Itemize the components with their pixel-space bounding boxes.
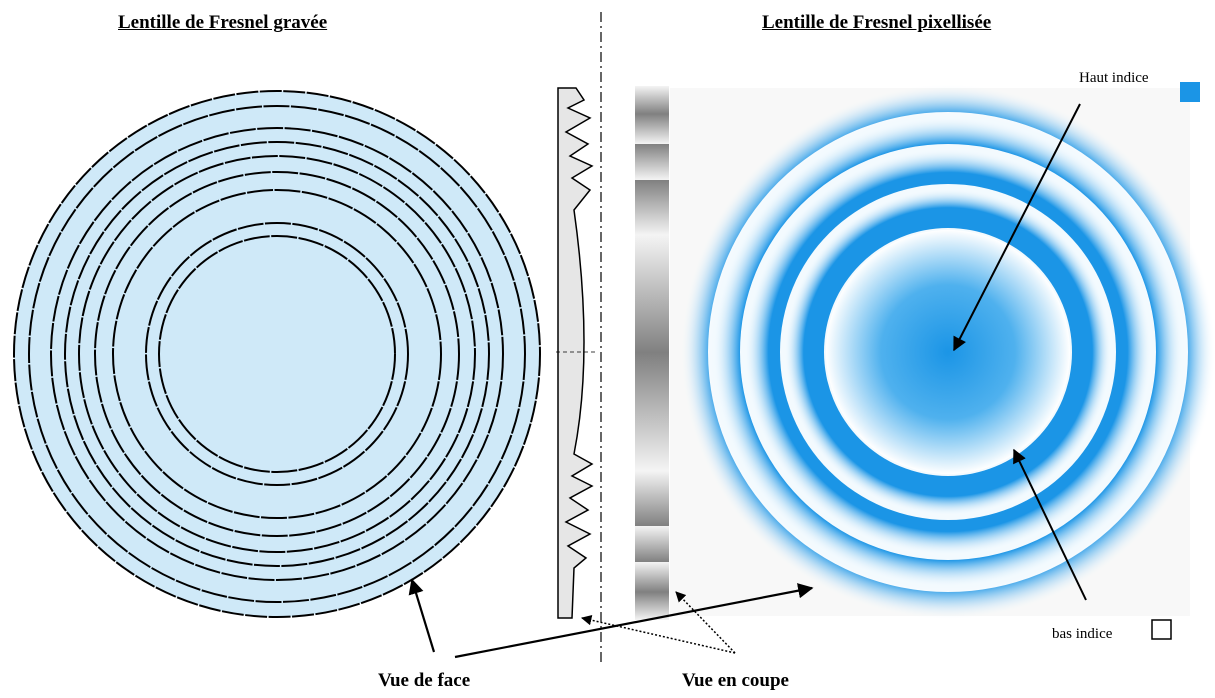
- high-index-label: Haut indice: [1079, 70, 1149, 86]
- arrow-front-view-right: [454, 583, 814, 659]
- arrow-front-view-left: [408, 578, 436, 653]
- arrow-section-left: [580, 614, 736, 654]
- caption-front-view: Vue de face: [378, 670, 471, 691]
- etched-lens-cross-section: [557, 87, 594, 619]
- title-etched-lens: Lentille de Fresnel gravée: [118, 12, 328, 33]
- etched-lens-front-view: [13, 90, 541, 618]
- caption-cross-section: Vue en coupe: [682, 670, 789, 691]
- etched-ring: [94, 171, 460, 537]
- etched-lens-outer-edge: [13, 90, 541, 618]
- high-index-swatch: [1180, 82, 1200, 102]
- pixelated-lens-front-view: [670, 84, 1215, 620]
- low-index-label: bas indice: [1052, 626, 1113, 642]
- etched-ring: [64, 141, 490, 567]
- etched-ring: [78, 155, 476, 553]
- title-pixelated-lens: Lentille de Fresnel pixellisée: [762, 12, 992, 33]
- etched-ring: [158, 235, 396, 473]
- arrow-low-index: [1013, 448, 1087, 601]
- etched-ring: [28, 105, 526, 603]
- arrow-high-index: [953, 103, 1081, 352]
- pixelated-lens-cross-section: [635, 86, 669, 620]
- etched-ring: [112, 189, 442, 519]
- etched-ring: [50, 127, 504, 581]
- low-index-swatch: [1151, 619, 1172, 640]
- etched-ring: [145, 222, 409, 486]
